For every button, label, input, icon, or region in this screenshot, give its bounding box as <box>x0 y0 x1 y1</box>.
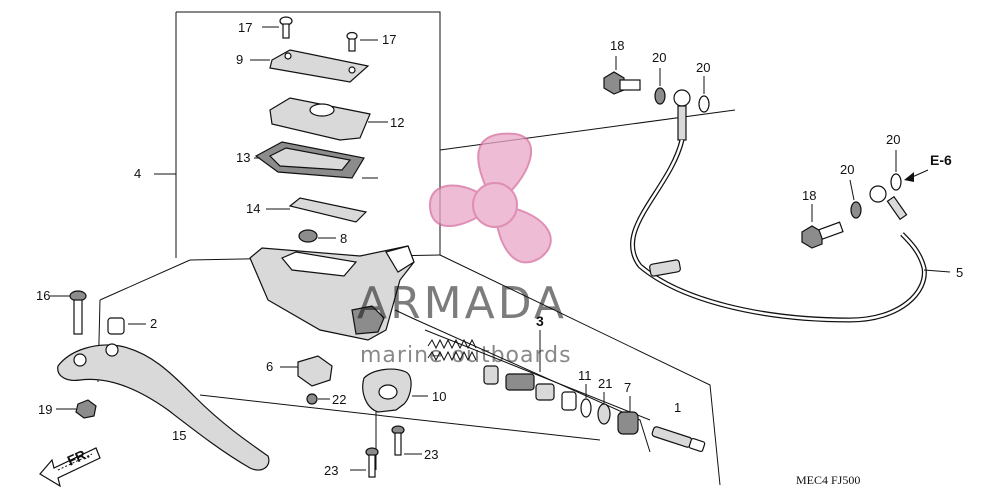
callout-20-b: 20 <box>696 60 710 75</box>
callout-18-right: 18 <box>802 188 816 203</box>
callout-13: 13 <box>236 150 250 165</box>
propeller-logo <box>428 132 552 264</box>
callout-2: 2 <box>150 316 157 331</box>
group-frames <box>97 11 736 486</box>
callout-16: 16 <box>36 288 50 303</box>
callout-5: 5 <box>956 265 963 280</box>
callout-7: 7 <box>624 380 631 395</box>
diagram-code: MEC4 FJ500 <box>796 473 860 487</box>
washer-20-c <box>849 179 862 219</box>
clutch-switch-6 <box>280 355 333 387</box>
watermark-subtitle: marine outboards <box>360 343 572 368</box>
watermark-title: ARMADA <box>357 278 567 329</box>
bolt-23-left <box>350 447 379 478</box>
boot-8 <box>298 229 336 243</box>
pivot-bolt-16 <box>50 290 87 335</box>
callout-11: 11 <box>578 368 592 383</box>
callout-17-left: 17 <box>238 20 252 35</box>
clutch-hose-5 <box>630 89 951 323</box>
washer-20-a <box>654 68 666 105</box>
screw-17-right <box>346 31 378 52</box>
boot-7 <box>617 396 639 435</box>
callout-20-a: 20 <box>652 50 666 65</box>
callout-14: 14 <box>246 201 260 216</box>
armada-watermark: ARMADA marine outboards <box>357 132 572 368</box>
screw-22 <box>306 393 330 405</box>
reservoir-cap-9 <box>250 49 370 83</box>
float-14 <box>266 197 368 223</box>
circlip-11 <box>580 384 592 418</box>
callout-23-right: 23 <box>424 447 438 462</box>
callout-15: 15 <box>172 428 186 443</box>
reference-arrow-e6 <box>904 169 929 182</box>
callout-labels: 17 17 9 12 13 4 14 8 16 2 6 22 10 19 15 … <box>36 20 963 487</box>
banjo-bolt-18-top <box>603 56 641 95</box>
washer-20-b <box>698 76 710 113</box>
callout-1: 1 <box>674 400 681 415</box>
diaphragm-plate-12 <box>269 97 388 141</box>
callout-12: 12 <box>390 115 404 130</box>
master-cylinder-body <box>249 245 415 341</box>
callout-4: 4 <box>134 166 141 181</box>
callout-22: 22 <box>332 392 346 407</box>
callout-23-left: 23 <box>324 463 338 478</box>
piston-set-3 <box>427 330 577 411</box>
diaphragm-13 <box>254 141 378 179</box>
washer-21 <box>597 392 611 425</box>
front-direction-arrow <box>39 447 101 488</box>
reference-code-e6: E-6 <box>930 152 952 168</box>
callout-10: 10 <box>432 389 446 404</box>
screw-17-left <box>262 16 293 39</box>
clutch-lever-15 <box>57 343 270 471</box>
bolt-23-right <box>391 425 422 456</box>
front-direction-label: FR. <box>65 445 92 469</box>
washer-20-d <box>890 150 902 191</box>
callout-8: 8 <box>340 231 347 246</box>
callout-3: 3 <box>536 313 544 329</box>
callout-17-right: 17 <box>382 32 396 47</box>
callout-6: 6 <box>266 359 273 374</box>
holder-10 <box>362 368 428 470</box>
callout-20-c: 20 <box>840 162 854 177</box>
callout-20-d: 20 <box>886 132 900 147</box>
nut-19 <box>56 399 97 419</box>
bushing-2 <box>107 317 146 335</box>
callout-18-top: 18 <box>610 38 624 53</box>
push-rod-1 <box>651 426 706 452</box>
callout-21: 21 <box>598 376 612 391</box>
callout-19: 19 <box>38 402 52 417</box>
callout-9: 9 <box>236 52 243 67</box>
banjo-bolt-18-right <box>801 204 844 249</box>
